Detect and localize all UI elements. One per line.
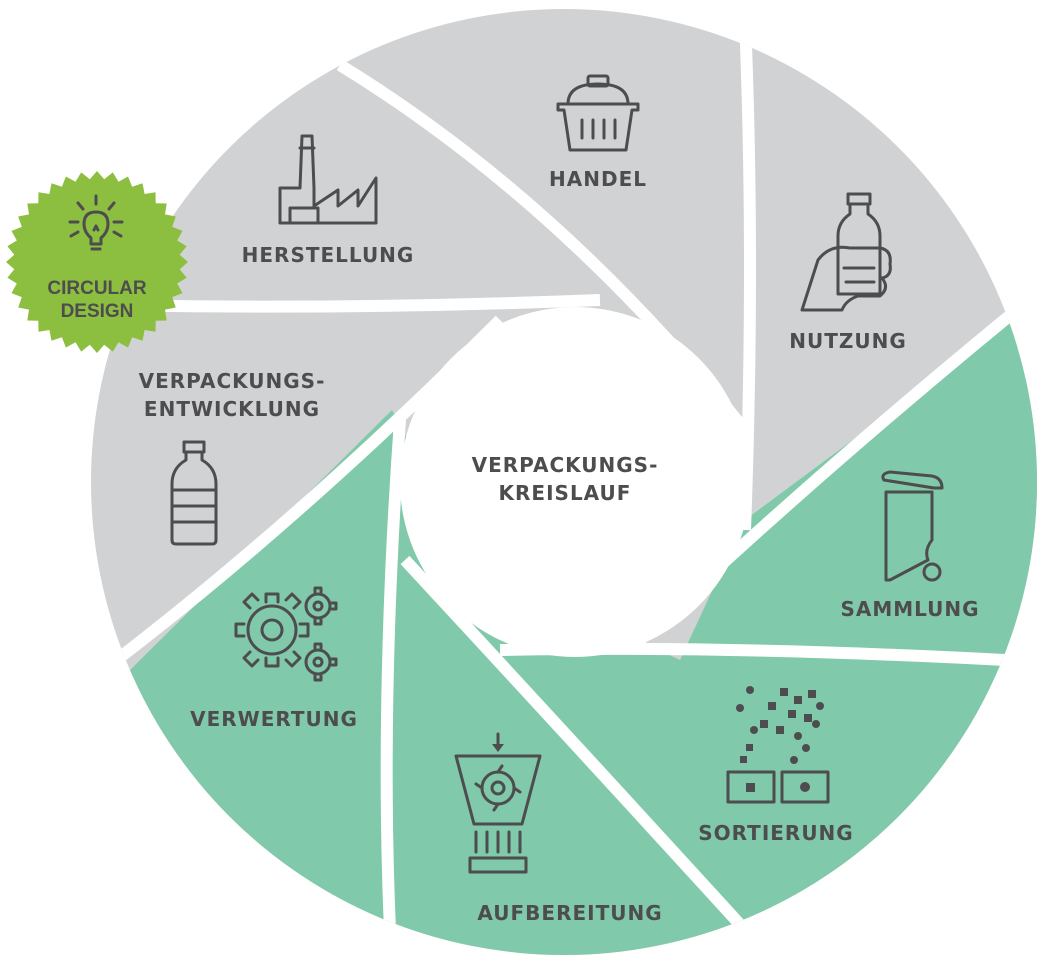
segment-herstellung: HERSTELLUNG <box>242 134 415 267</box>
label-sammlung: SAMMLUNG <box>840 597 979 621</box>
center-circle <box>400 307 750 657</box>
label-aufbereitung: AUFBEREITUNG <box>477 901 662 925</box>
label-verwertung: VERWERTUNG <box>190 707 358 731</box>
label-sortierung: SORTIERUNG <box>698 821 853 845</box>
factory-icon <box>278 134 378 225</box>
sorting-icon <box>726 686 830 804</box>
segment-sortierung: SORTIERUNG <box>698 686 853 845</box>
badge-starburst <box>6 171 188 353</box>
segment-sammlung: SAMMLUNG <box>840 470 979 621</box>
segment-aufbereitung: AUFBEREITUNG <box>454 732 662 925</box>
gears-icon <box>234 586 338 682</box>
shredder-icon <box>454 732 542 874</box>
bottle-icon <box>170 440 218 546</box>
badge-line1: CIRCULAR <box>47 278 146 299</box>
center-title-line2: KREISLAUF <box>499 481 632 505</box>
trash-bin-icon <box>881 470 944 582</box>
segment-verwertung: VERWERTUNG <box>190 586 358 731</box>
label-nutzung: NUTZUNG <box>789 329 907 353</box>
lightbulb-icon <box>68 194 124 251</box>
segment-verpackungsentwicklung: VERPACKUNGS- ENTWICKLUNG <box>139 369 326 546</box>
segment-nutzung: NUTZUNG <box>789 192 907 353</box>
label-verpackungsentwicklung-line1: VERPACKUNGS- <box>139 369 326 393</box>
badge-line2: DESIGN <box>61 301 134 322</box>
label-handel: HANDEL <box>549 167 647 191</box>
separator-sortierung-aufbereitung <box>400 555 750 935</box>
label-verpackungsentwicklung-line2: ENTWICKLUNG <box>144 397 320 421</box>
shopping-basket-icon <box>556 74 640 152</box>
circular-design-badge: CIRCULAR DESIGN <box>6 171 188 353</box>
hand-bottle-icon <box>800 192 892 312</box>
center-title-line1: VERPACKUNGS- <box>472 453 659 477</box>
label-herstellung: HERSTELLUNG <box>242 243 415 267</box>
segment-handel: HANDEL <box>549 74 647 191</box>
separator-entwicklung-herstellung <box>109 294 601 313</box>
separator-aufbereitung-verwertung <box>380 419 406 931</box>
